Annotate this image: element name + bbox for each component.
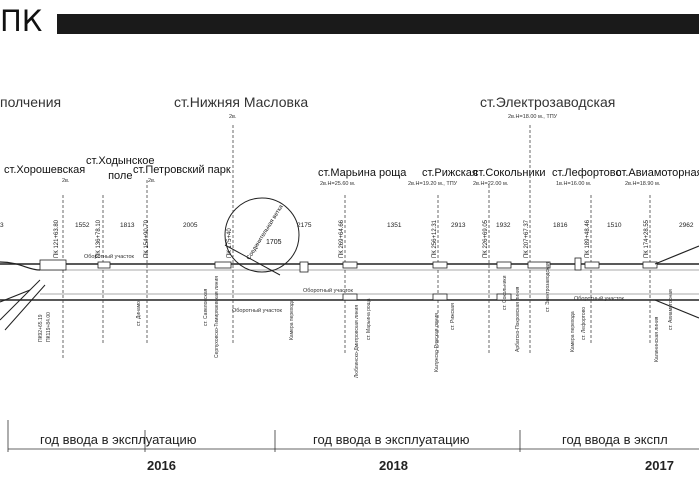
small-station-label: ст. Лефортово	[581, 306, 587, 340]
station-note: 2в.	[62, 178, 70, 184]
small-station-label: ст. Марьина роща	[366, 298, 372, 340]
distance-label: 1351	[387, 222, 402, 229]
lower-label: Камера перехода	[570, 311, 576, 352]
lower-label: Люблинско-Дмитровская линия	[354, 304, 360, 378]
section-note: 2в.Н=18.00 м., ТПУ	[508, 114, 558, 120]
picket-label: ПК 207+67.37	[524, 219, 530, 258]
commissioning-label: год ввода в экспл	[562, 432, 668, 447]
track-note: Оборотный участок	[574, 296, 624, 302]
lower-label: Арбатско-Покровская линия	[515, 286, 521, 352]
distance-label: 1816	[553, 222, 568, 229]
distance-label: 1510	[607, 222, 622, 229]
station-note: 2в.Н=18.90 м.	[625, 181, 661, 187]
page-title: ПК	[0, 4, 43, 38]
picket-label: ПК 226+69.05	[483, 219, 489, 258]
station-note: 2в.Н=22.00 м.	[473, 181, 509, 187]
lower-label: Калужско-Рижская линия	[434, 313, 440, 372]
distance-label: 1932	[496, 222, 511, 229]
lower-label: Камера перехода	[289, 299, 295, 340]
station-note: 2в.Н=25.60 м.	[320, 181, 356, 187]
small-station-label: ст. Сокольники	[502, 275, 508, 310]
commissioning-label: год ввода в эксплуатацию	[40, 432, 197, 447]
distance-label: 2175	[297, 222, 312, 229]
title-bar	[57, 14, 699, 34]
track-note: Оборотный участок	[303, 288, 353, 294]
station-name: ст.Рижская	[422, 167, 478, 179]
distance-label: 3	[0, 222, 4, 229]
small-station-label: ст. Рижская	[450, 303, 456, 330]
station-name: ст.Лефортово	[552, 167, 622, 179]
section-note: 2в.	[229, 114, 237, 120]
distance-label: 1552	[75, 222, 90, 229]
station-note: 1в.Н=16.00 м.	[556, 181, 592, 187]
picket-label: ПК 174+28.55	[644, 219, 650, 258]
small-station-label: ст. Электрозаводская	[545, 262, 551, 312]
commissioning-year: 2017	[645, 458, 674, 473]
station-name: ст.Марьина роща	[318, 167, 407, 179]
commissioning-label: год ввода в эксплуатацию	[313, 432, 470, 447]
distance-label: 2005	[183, 222, 198, 229]
station-note: 2в.Н=19.20 м., ТПУ	[408, 181, 458, 187]
picket-label: ПК 256+12.31	[432, 219, 438, 258]
picket-label: ПК 269+64.66	[339, 219, 345, 258]
small-station-label: ст. Савеловская	[203, 288, 209, 326]
lower-label: Серпуховско-Тимирязевская линия	[214, 276, 220, 358]
track-note: Оборотный участок	[232, 308, 282, 314]
picket-label: ПК 175+40	[227, 228, 233, 258]
distance-label: 2913	[451, 222, 466, 229]
connection-branch-value: 1705	[266, 239, 282, 246]
lower-label: ПК119+84.00	[46, 312, 52, 342]
distance-label: 1813	[120, 222, 135, 229]
station-name: ст.Авиамоторная	[616, 167, 699, 179]
picket-label: ПК 154+90.70	[144, 219, 150, 258]
station-name: ст.Сокольники	[473, 167, 546, 179]
picket-label: ПК 121+63.80	[54, 219, 60, 258]
small-station-label: ст. Авиамоторная	[668, 289, 674, 330]
commissioning-year: 2016	[147, 458, 176, 473]
distance-label: 2962	[679, 222, 694, 229]
station-name: ст.Ходынское поле	[86, 155, 155, 182]
station-name: ст.Петровский парк	[133, 164, 231, 176]
station-note: 2в.	[148, 178, 156, 184]
lower-label: ПК92+65.19	[38, 314, 44, 343]
lower-label: Калининская линия	[654, 316, 660, 362]
section-title: ст.Нижняя Масловка	[174, 94, 309, 110]
picket-label: ПК 189+48.46	[585, 219, 591, 258]
section-title: ст.Электрозаводская	[480, 94, 616, 110]
small-station-label: ст. Динамо	[136, 301, 142, 326]
track-note: Оборотный участок	[84, 254, 134, 260]
commissioning-year: 2018	[379, 458, 408, 473]
station-name: ст.Хорошевская	[4, 164, 86, 176]
section-title: полчения	[0, 94, 62, 110]
picket-label: ПК 136+78.10	[96, 219, 102, 258]
